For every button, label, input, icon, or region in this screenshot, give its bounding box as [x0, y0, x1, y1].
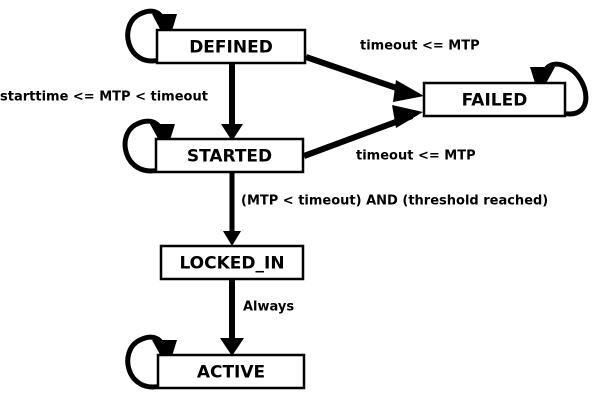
started-to-failed-arrowhead [392, 105, 423, 128]
failed-self-loop-arc [541, 61, 589, 117]
defined-to-started-arrowhead [221, 124, 243, 141]
started-self-loop-arc [122, 118, 164, 174]
edge-failed-self-loop [530, 61, 589, 117]
started-to-failed-line [302, 113, 414, 159]
edge-defined-to-started [221, 63, 243, 141]
state-label-defined: DEFINED [189, 38, 273, 58]
state-label-locked-in: LOCKED_IN [179, 254, 284, 274]
edge-defined-to-failed [305, 54, 424, 102]
state-box-locked-in[interactable] [159, 244, 305, 281]
state-node-failed[interactable]: FAILED [422, 81, 567, 118]
state-box-started[interactable] [154, 137, 305, 174]
locked-in-to-active-arrowhead [220, 338, 244, 356]
state-box-failed[interactable] [422, 81, 567, 118]
state-label-active: ACTIVE [197, 363, 265, 383]
edge-label-defined-to-failed: timeout <= MTP [360, 39, 480, 54]
edge-label-started-to-locked-in: (MTP < timeout) AND (threshold reached) [241, 194, 548, 209]
edge-label-defined-to-started: starttime <= MTP < timeout [0, 90, 208, 105]
edge-started-to-failed [302, 105, 423, 159]
defined-self-loop-arc [125, 8, 166, 64]
state-node-locked-in[interactable]: LOCKED_IN [159, 244, 305, 281]
edge-label-started-to-failed: timeout <= MTP [356, 149, 476, 164]
edge-started-to-locked-in [223, 172, 241, 246]
edge-locked-in-to-active [220, 279, 244, 356]
active-self-loop-arc [125, 334, 166, 390]
state-node-started[interactable]: STARTED [154, 137, 305, 174]
edge-label-locked-in-to-active: Always [243, 300, 294, 315]
started-to-locked-in-arrowhead [223, 231, 241, 246]
defined-to-failed-arrowhead [393, 80, 424, 102]
state-box-defined[interactable] [155, 28, 307, 65]
state-label-failed: FAILED [462, 91, 528, 111]
state-label-started: STARTED [187, 147, 272, 167]
state-box-active[interactable] [156, 353, 306, 390]
state-node-active[interactable]: ACTIVE [156, 353, 306, 390]
state-node-defined[interactable]: DEFINED [155, 28, 307, 65]
failed-self-loop-arrowhead [530, 67, 555, 96]
